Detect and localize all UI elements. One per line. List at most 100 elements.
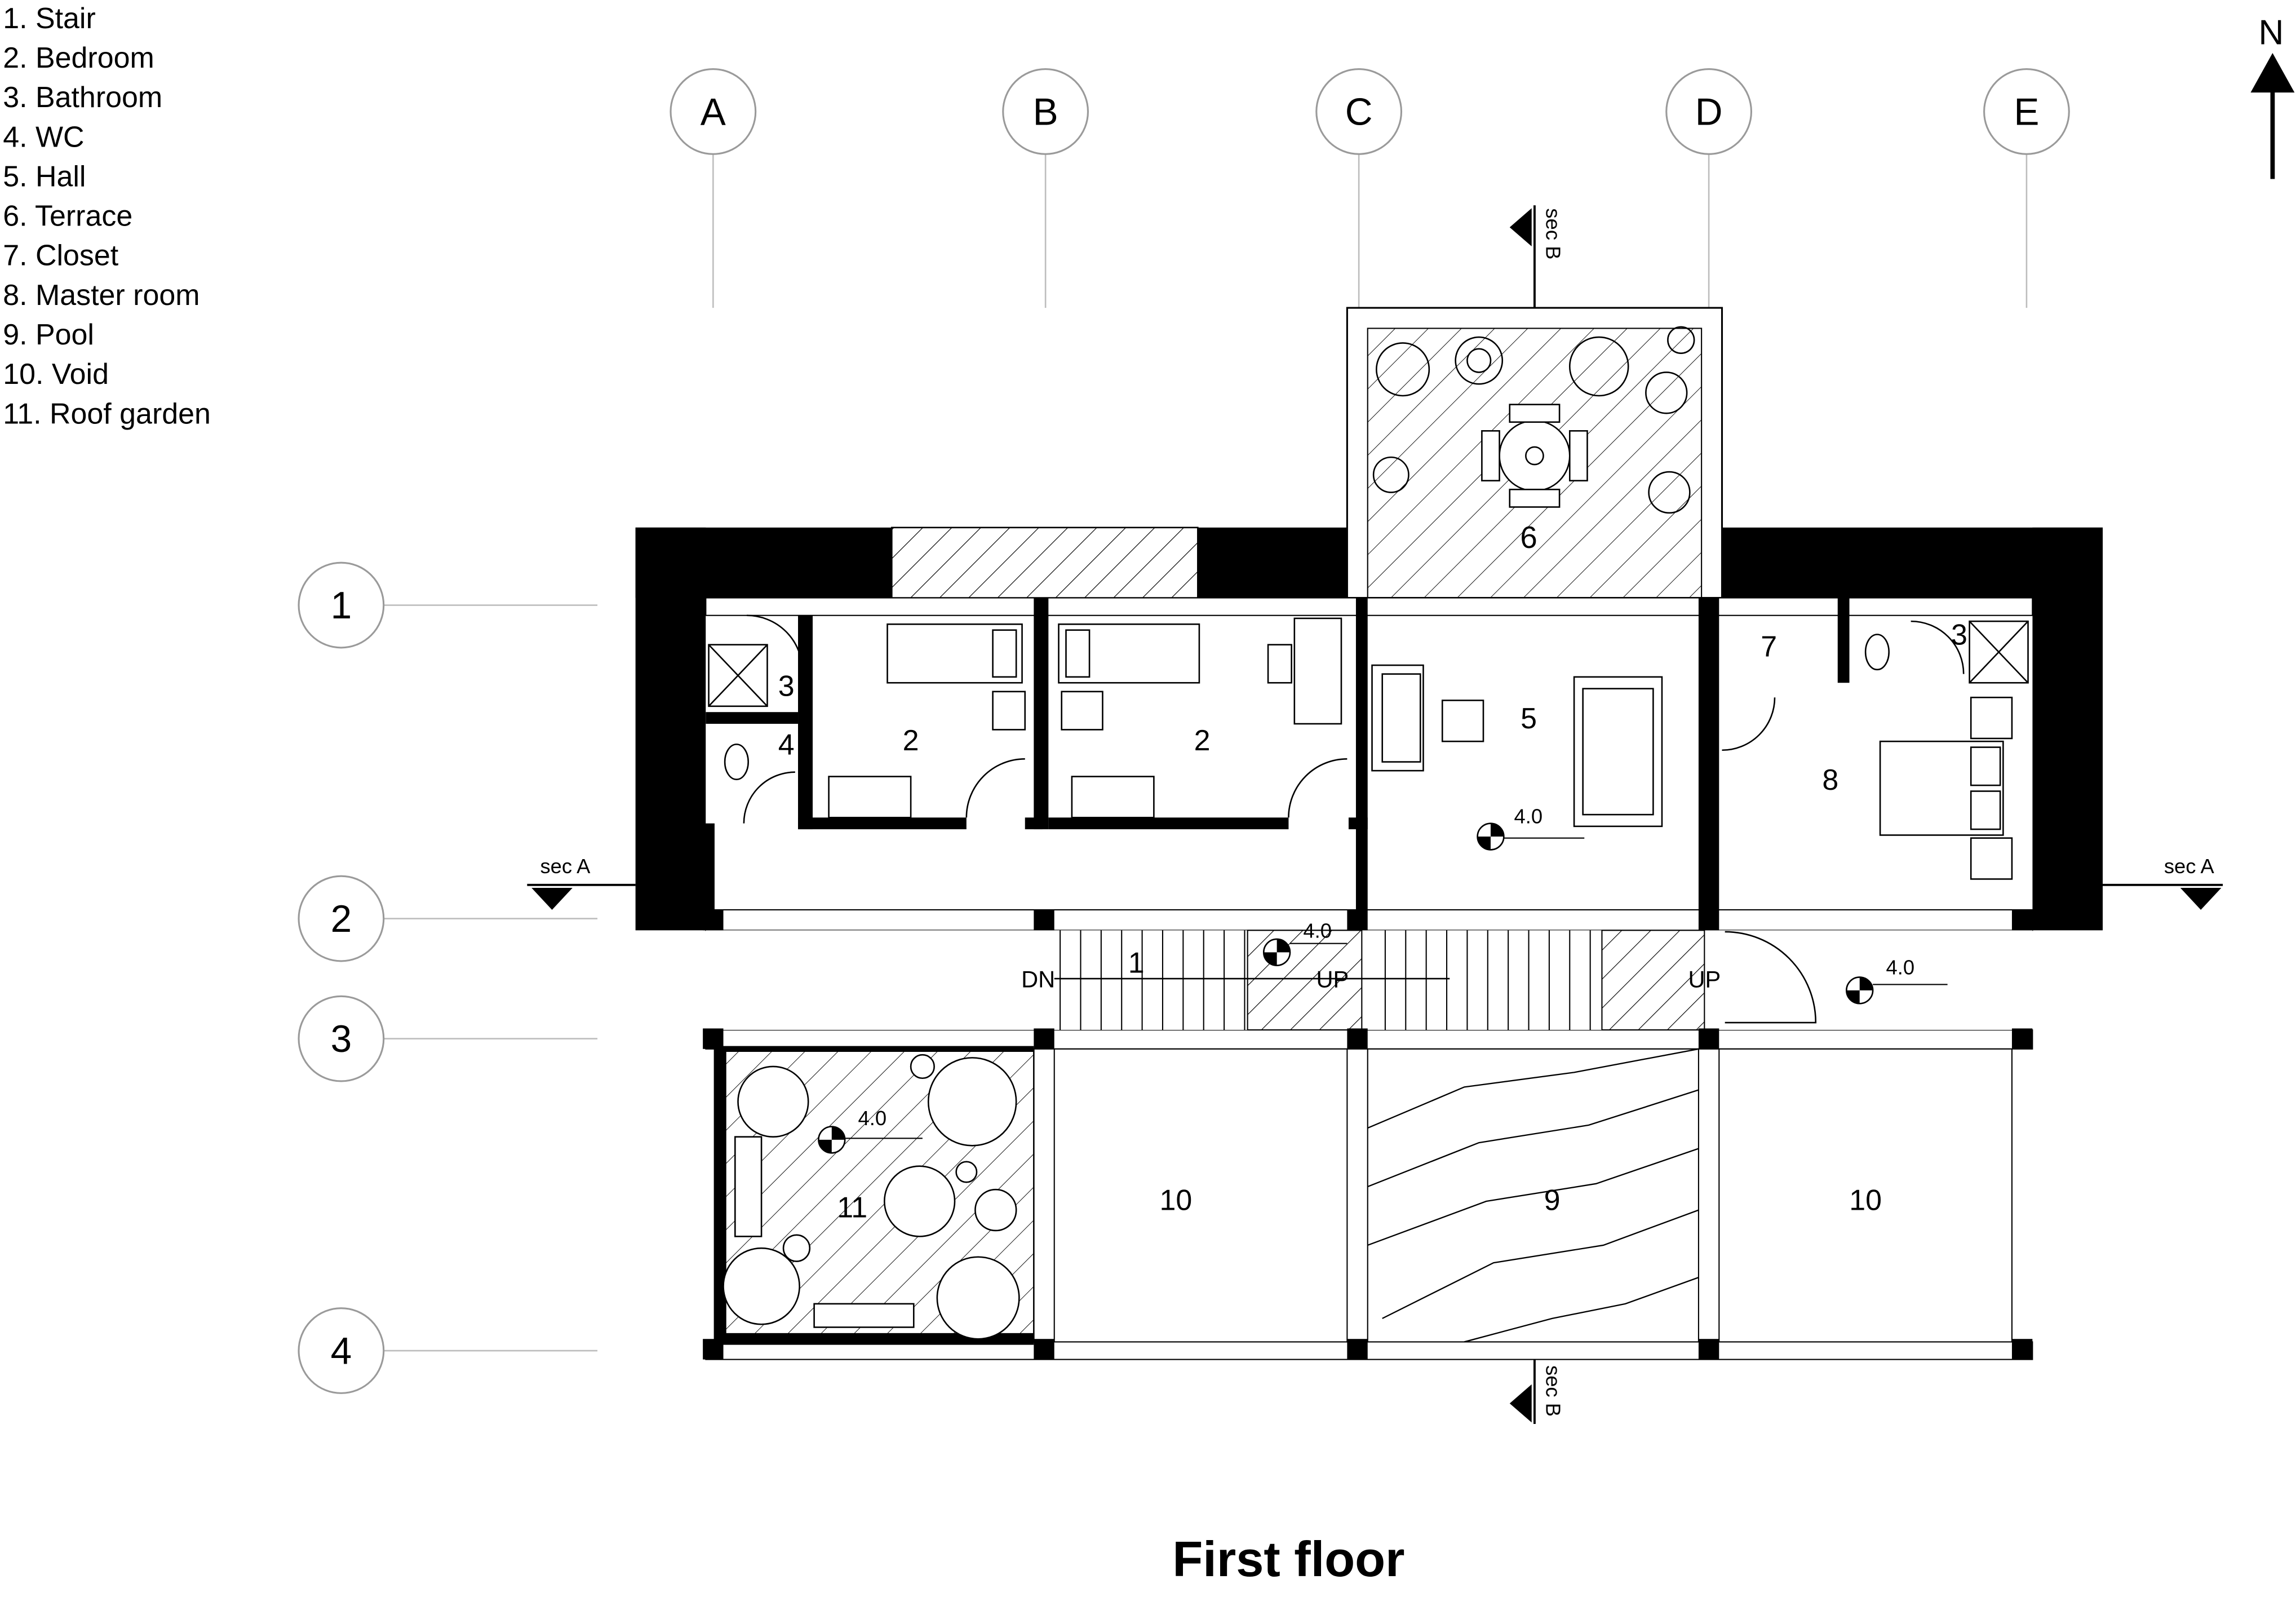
svg-text:sec B: sec B: [1542, 1365, 1565, 1417]
grid-bubble-e: E: [1983, 68, 2070, 155]
room-label-bedroom-2: 2: [1194, 724, 1211, 757]
slab-edge-bands: [705, 597, 2033, 1360]
garden-bench-horizontal: [813, 1303, 915, 1328]
section-b-markers: sec B sec B: [1509, 205, 1565, 1424]
stair-note-up-1: UP: [1316, 966, 1349, 993]
svg-text:D: D: [1695, 91, 1723, 133]
toilet-east: [1864, 634, 1890, 671]
room-labels: 3 4 2 2 5 7 3 8 1: [778, 619, 1967, 980]
legend-item: 4. WC: [3, 121, 84, 153]
terrace-planters: [1372, 326, 1695, 514]
section-b-marker-north: sec B: [1509, 205, 1565, 311]
room-label-wc: 4: [778, 729, 795, 762]
terrace: 6: [1346, 307, 1723, 599]
stair-band: [706, 930, 2033, 1031]
terrace-table-set: [1481, 404, 1588, 508]
room-label-bath-west: 3: [778, 670, 795, 703]
level-marker-garden: 4.0: [818, 1107, 923, 1154]
grid-bubble-d: D: [1665, 68, 1753, 155]
pool-water-lines: [1367, 1048, 1699, 1343]
svg-text:B: B: [1033, 91, 1058, 133]
grid-bubble-a: A: [670, 68, 757, 155]
section-b-marker-south: sec B: [1509, 1359, 1565, 1424]
room-label-stair: 1: [1128, 947, 1145, 980]
solid-masses: [635, 527, 2103, 931]
mass-center: [1198, 527, 1368, 598]
room-label-terrace: 6: [1520, 520, 1537, 555]
void-east: 10: [1718, 1048, 2013, 1343]
svg-text:sec A: sec A: [2164, 855, 2215, 878]
grid-bubble-c: C: [1315, 68, 1403, 155]
svg-text:sec A: sec A: [540, 855, 591, 878]
toilet-wc: [724, 744, 749, 781]
svg-text:4.0: 4.0: [858, 1107, 887, 1130]
legend-item: 9. Pool: [3, 318, 94, 351]
stair-treads-east: [1384, 930, 1591, 1030]
room-legend: 1. Stair 2. Bedroom 3. Bathroom 4. WC 5.…: [3, 2, 211, 431]
interior-walls: [703, 598, 1850, 910]
svg-text:sec B: sec B: [1542, 208, 1565, 259]
room-label-void-west: 10: [1159, 1184, 1192, 1217]
svg-text:2: 2: [331, 898, 352, 940]
void-west: 10: [1053, 1048, 1348, 1343]
grid-bubble-3: 3: [298, 995, 385, 1082]
room-label-closet: 7: [1761, 630, 1777, 663]
room-label-hall: 5: [1521, 702, 1537, 735]
room-label-void-east: 10: [1849, 1184, 1882, 1217]
grid-column-bubbles: A B C D E: [670, 68, 2070, 155]
grid-bubble-1: 1: [298, 561, 385, 649]
grid-row-bubbles: 1 2 3 4: [298, 561, 385, 1394]
level-marker-hall: 4.0: [1477, 805, 1585, 851]
legend-item: 1. Stair: [3, 2, 96, 35]
room-label-master: 8: [1822, 764, 1838, 797]
north-arrow-head: [2250, 53, 2295, 93]
svg-text:4.0: 4.0: [1303, 919, 1332, 942]
svg-text:4.0: 4.0: [1886, 955, 1915, 979]
level-marker-stair: 4.0: [1262, 919, 1348, 966]
legend-item: 11. Roof garden: [3, 397, 211, 430]
hall-furniture: [1371, 664, 1663, 828]
roof-garden: 11: [713, 1046, 1035, 1345]
legend-item: 3. Bathroom: [3, 81, 162, 114]
grid-lines: [383, 154, 2028, 1352]
structural-columns: [703, 909, 2033, 1360]
north-label: N: [2258, 13, 2284, 52]
svg-text:1: 1: [331, 585, 352, 627]
north-arrow: N: [2250, 13, 2295, 179]
room-label-bedroom-1: 2: [903, 724, 919, 757]
stair-notes: DN UP UP: [1021, 966, 1721, 993]
room-label-pool: 9: [1544, 1184, 1561, 1217]
grid-bubble-2: 2: [298, 875, 385, 962]
legend-item: 2. Bedroom: [3, 42, 154, 74]
stair-landing-east: [1601, 930, 1705, 1031]
legend-item: 7. Closet: [3, 240, 119, 272]
section-a-marker-east: sec A: [2101, 855, 2223, 910]
mass-east-side: [2032, 527, 2103, 931]
garden-trees: [723, 1054, 1020, 1340]
svg-text:4.0: 4.0: [1514, 805, 1543, 828]
coffee-table: [1441, 700, 1484, 742]
pool: 9: [1367, 1048, 1699, 1343]
section-a-markers: sec A sec A: [527, 855, 2223, 910]
room-label-bath-east: 3: [1951, 619, 1967, 652]
legend-item: 8. Master room: [3, 279, 200, 312]
grid-bubble-b: B: [1002, 68, 1089, 155]
bedroom-furniture: [828, 617, 2013, 880]
bath-fixtures: [708, 620, 2029, 781]
stair-note-down: DN: [1021, 966, 1055, 993]
spiral-stair-arc: [1725, 931, 1817, 1024]
level-markers: 4.0 4.0 4.0 4.0: [818, 805, 1948, 1154]
section-a-marker-west: sec A: [527, 855, 636, 910]
stair-note-up-2: UP: [1688, 966, 1721, 993]
room-label-roof-garden: 11: [837, 1192, 867, 1224]
roof-strip-hatched: [891, 527, 1199, 599]
garden-bench-vertical: [734, 1136, 763, 1237]
mass-west-side: [635, 527, 706, 931]
drawing-caption: First floor: [1172, 1531, 1404, 1587]
door-swings: [743, 614, 1965, 824]
svg-text:C: C: [1345, 91, 1373, 133]
svg-text:E: E: [2014, 91, 2039, 133]
svg-text:4: 4: [331, 1330, 352, 1372]
svg-text:A: A: [701, 91, 726, 133]
